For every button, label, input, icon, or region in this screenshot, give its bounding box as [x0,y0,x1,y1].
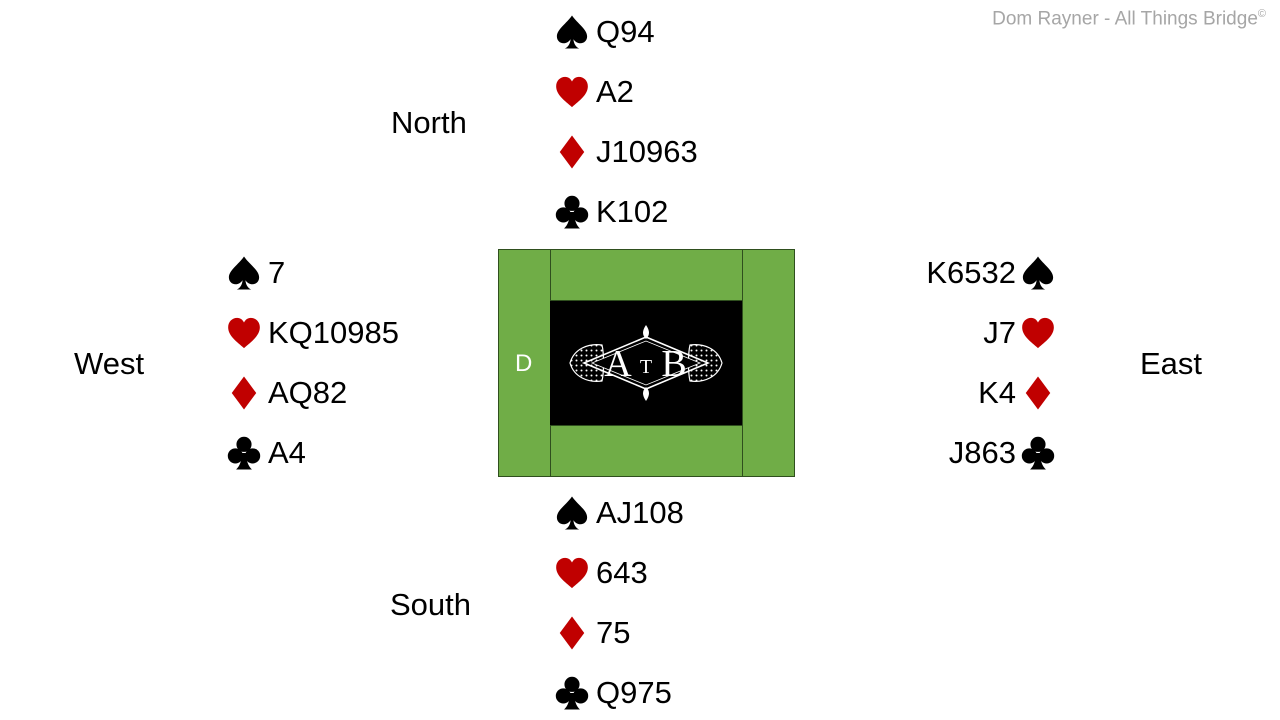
north-hand: Q94 A2 J10963 K102 [554,12,754,252]
west-clubs-row: A4 [226,433,306,473]
atb-logo-icon: A T B [569,325,723,401]
south-diamonds-cards: 75 [596,615,631,650]
north-hearts-row: A2 [554,72,634,112]
spade-icon [554,495,590,531]
east-clubs-cards: J863 [948,435,1016,470]
east-spades-cards: K6532 [926,255,1016,290]
copyright-credit: Dom Rayner - All Things Bridge© [992,8,1266,30]
spade-icon [554,14,590,50]
table-divider-right [742,250,743,476]
club-icon [226,435,262,471]
seat-east-label: East [1140,346,1203,381]
west-diamonds-row: AQ82 [226,373,347,413]
club-icon [554,194,590,230]
south-clubs-row: Q975 [554,673,672,713]
south-hearts-cards: 643 [596,555,648,590]
heart-icon [1020,315,1056,351]
diamond-icon [226,375,262,411]
spade-icon [226,255,262,291]
heart-icon [554,555,590,591]
north-spades-row: Q94 [554,12,655,52]
north-clubs-cards: K102 [596,194,669,229]
west-hearts-cards: KQ10985 [268,315,399,350]
north-diamonds-row: J10963 [554,132,698,172]
heart-icon [554,74,590,110]
east-diamonds-row: K4 [978,373,1056,413]
east-spades-row: K6532 [926,253,1056,293]
diamond-icon [554,615,590,651]
dealer-marker: D [515,350,533,377]
east-diamonds-cards: K4 [978,375,1016,410]
logo-letter-b: B [661,343,686,385]
seat-south-label: South [390,587,472,622]
diamond-icon [1020,375,1056,411]
seat-north-label: North [391,105,467,140]
north-spades-cards: Q94 [596,14,655,49]
copyright-mark: © [1257,8,1266,20]
south-hand: AJ108 643 75 Q975 [554,493,754,715]
west-diamonds-cards: AQ82 [268,375,348,410]
logo-letter-t: T [640,356,652,378]
north-clubs-row: K102 [554,192,668,232]
east-hand: K6532 J7 K4 J863 [860,253,1056,493]
west-hearts-row: KQ10985 [226,313,399,353]
east-hearts-cards: J7 [983,315,1016,350]
north-hearts-cards: A2 [596,74,634,109]
club-icon [1020,435,1056,471]
west-hand: 7 KQ10985 AQ82 A4 [226,253,446,493]
spade-icon [1020,255,1056,291]
heart-icon [226,315,262,351]
south-clubs-cards: Q975 [596,675,672,710]
south-spades-cards: AJ108 [596,495,684,530]
west-spades-cards: 7 [268,255,286,290]
bridge-table: D A T B [498,249,795,477]
east-hearts-row: J7 [983,313,1056,353]
club-icon [554,675,590,711]
logo-letter-a: A [604,343,632,385]
south-hearts-row: 643 [554,553,648,593]
east-clubs-row: J863 [949,433,1056,473]
west-spades-row: 7 [226,253,285,293]
north-diamonds-cards: J10963 [596,134,698,169]
south-spades-row: AJ108 [554,493,684,533]
seat-west-label: West [74,346,145,381]
credit-text: Dom Rayner - All Things Bridge [992,8,1258,30]
south-diamonds-row: 75 [554,613,630,653]
table-center-panel: A T B [550,300,742,426]
west-clubs-cards: A4 [268,435,306,470]
diamond-icon [554,134,590,170]
